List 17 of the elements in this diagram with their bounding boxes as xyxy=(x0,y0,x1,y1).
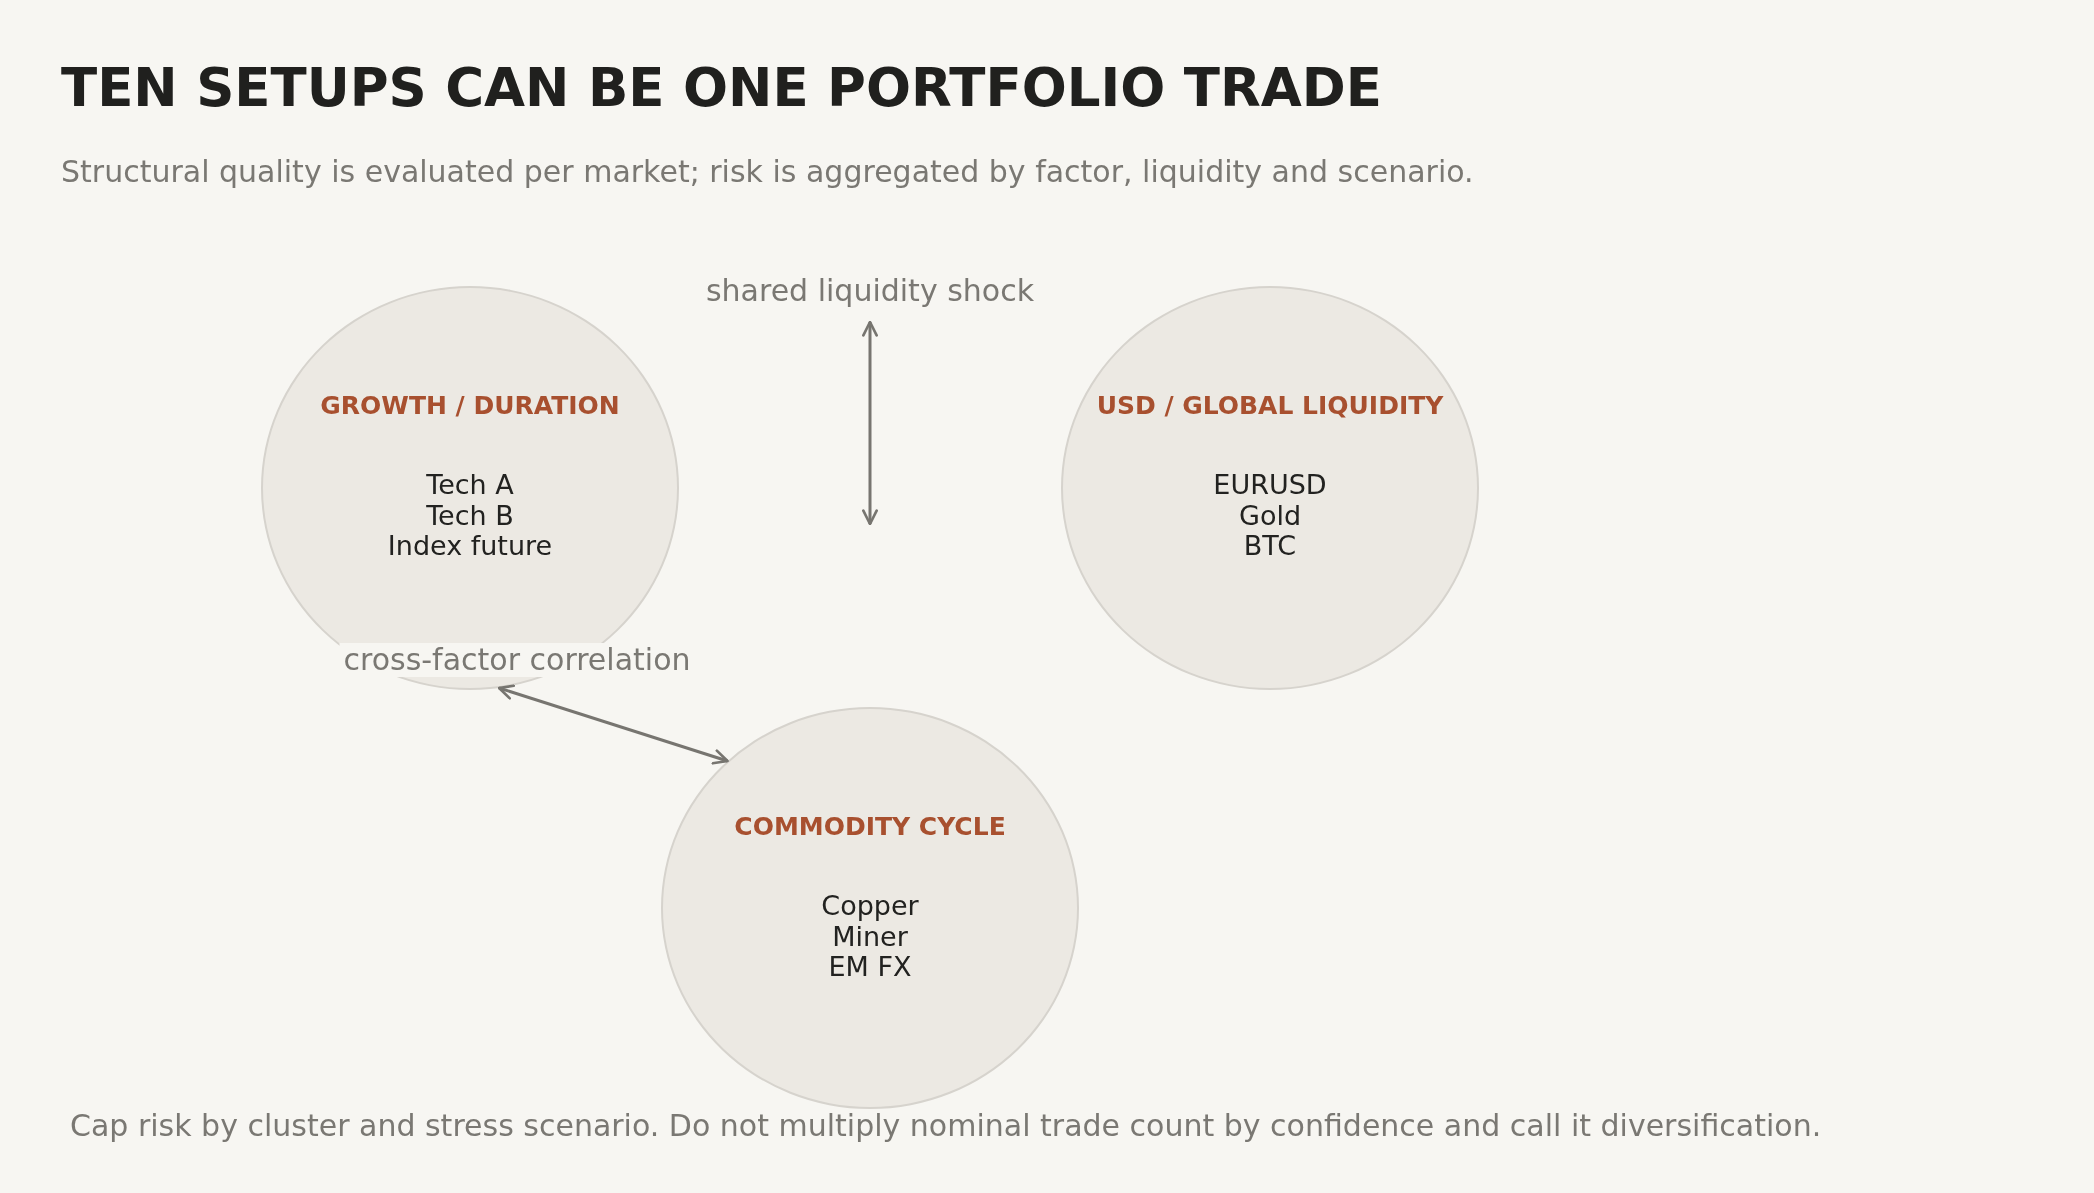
asset-name: EM FX xyxy=(828,952,912,982)
asset-name: Copper xyxy=(821,891,919,921)
footnote: Cap risk by cluster and stress scenario. Do not multiply nominal trade count by confidence and call it diversification. xyxy=(70,1108,1822,1144)
annotation: shared liquidity shock xyxy=(705,274,1035,308)
asset-name: BTC xyxy=(1243,531,1297,561)
asset-name: Gold xyxy=(1238,500,1302,531)
asset-name: Miner xyxy=(832,921,908,952)
asset-name: EURUSD xyxy=(1213,470,1327,500)
title: TEN SETUPS CAN BE ONE PORTFOLIO TRADE xyxy=(61,56,1382,120)
asset-name: Index future xyxy=(387,531,553,561)
cluster-title: GROWTH / DURATION xyxy=(320,391,620,421)
double-arrow xyxy=(497,684,729,765)
cluster-title: COMMODITY CYCLE xyxy=(734,812,1006,842)
subtitle: Structural quality is evaluated per market; risk is aggregated by factor, liquidity and scenario. xyxy=(61,154,1474,190)
asset-name: Tech A xyxy=(426,470,514,500)
cluster-title: USD / GLOBAL LIQUIDITY xyxy=(1096,391,1444,421)
asset-name: Tech B xyxy=(426,500,514,531)
